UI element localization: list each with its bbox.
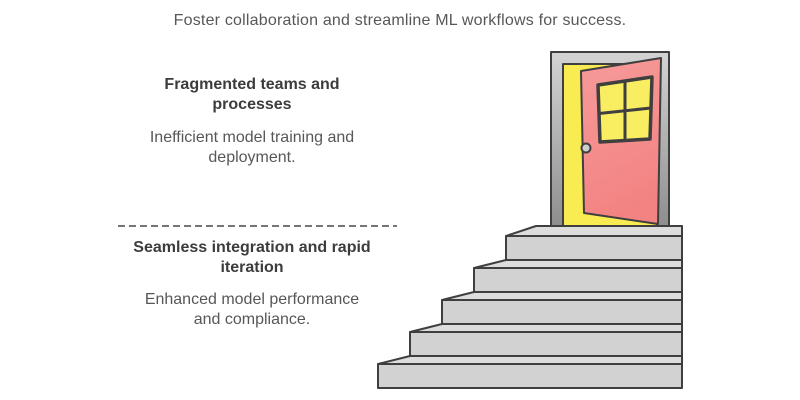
solution-heading: Seamless integration and rapid iteration [133, 239, 371, 276]
stair-tread-2 [473, 259, 683, 269]
diagram-title: Foster collaboration and streamline ML w… [173, 12, 627, 29]
solution-description: Enhanced model performance and complianc… [144, 291, 360, 328]
staircase [377, 225, 683, 389]
doorknob-icon [580, 142, 592, 154]
stair-riser-4 [409, 331, 683, 357]
stair-riser-2 [473, 267, 683, 293]
stair-riser-5 [377, 363, 683, 389]
window-mullion-horizontal-icon [597, 106, 653, 115]
problem-description: Inefficient model training and deploymen… [149, 129, 355, 166]
dashed-divider-line [118, 225, 397, 227]
stair-tread-3 [441, 291, 683, 301]
stair-riser-1 [505, 235, 683, 261]
stair-tread-5 [377, 355, 683, 365]
stair-landing-tread [505, 225, 683, 237]
problem-heading: Fragmented teams and processes [164, 76, 340, 113]
stair-tread-4 [409, 323, 683, 333]
stair-riser-3 [441, 299, 683, 325]
